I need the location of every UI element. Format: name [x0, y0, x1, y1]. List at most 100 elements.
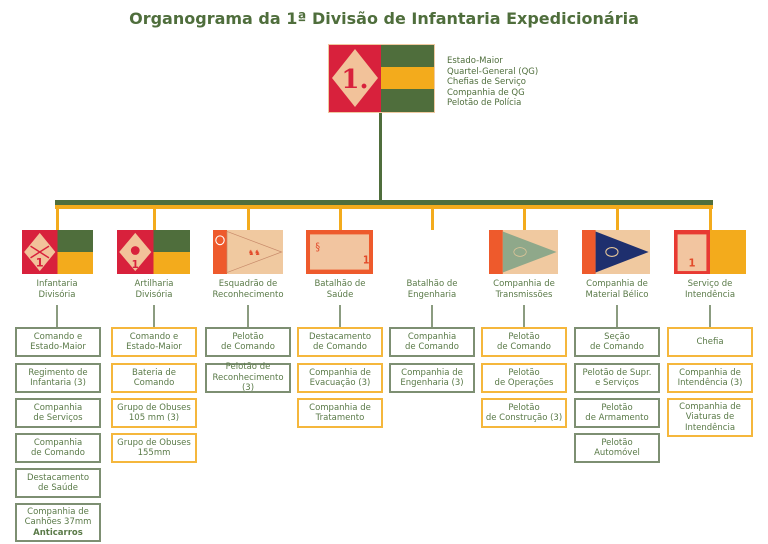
- branch-drop: [616, 209, 619, 230]
- page-title: Organograma da 1ª Divisão de Infantaria …: [129, 9, 639, 28]
- unit-connector: [56, 305, 58, 327]
- recon-pennant-icon: ♞♞: [213, 230, 283, 274]
- medical-pennant-icon: 1§: [306, 230, 373, 274]
- unit-connector: [709, 305, 711, 327]
- svg-text:1: 1: [688, 259, 695, 270]
- hq-item: Pelotão de Polícia: [447, 98, 522, 108]
- svg-text:1.: 1.: [341, 65, 368, 95]
- svg-text:§: §: [315, 242, 320, 253]
- sub-unit-label: Pelotão de Supr.e Serviços: [582, 367, 652, 389]
- infantry-flag-icon: 1: [22, 230, 93, 274]
- headquarters-list: Estado-Maior Quartel-General (QG) Chefia…: [447, 56, 538, 109]
- hq-connector: [379, 113, 382, 200]
- branch-drop: [56, 209, 59, 230]
- branch-drop: [153, 209, 156, 230]
- hq-item: Companhia de QG: [447, 87, 525, 98]
- sub-unit-label-bold: Anticarros: [33, 527, 83, 538]
- branch-drop: [523, 209, 526, 230]
- branch-drop: [431, 209, 434, 230]
- branch-drop: [709, 209, 712, 230]
- sub-unit-box: Pelotão de Supr.e Serviços: [574, 363, 660, 393]
- branch-drop: [339, 209, 342, 230]
- unit-connector: [339, 305, 341, 327]
- sub-unit-label: Chefia: [696, 336, 724, 347]
- ordnance-pennant-icon: [582, 230, 650, 274]
- unit-connector: [616, 305, 618, 327]
- main-branch-bar: [55, 200, 713, 205]
- unit-connector: [247, 305, 249, 327]
- artillery-flag-icon: 1: [117, 230, 190, 274]
- division-flag-icon: 1.: [328, 44, 435, 113]
- quartermaster-flag-icon: 1: [674, 230, 746, 274]
- unit-connector: [153, 305, 155, 327]
- main-branch-bar-accent: [55, 205, 713, 209]
- sub-unit-box: Chefia: [667, 327, 753, 357]
- hq-item: Quartel-General (QG): [447, 66, 539, 77]
- branch-drop: [247, 209, 250, 230]
- hq-item: Estado-Maior: [447, 56, 503, 66]
- unit-connector: [431, 305, 433, 327]
- svg-text:1: 1: [132, 259, 139, 271]
- hq-item: Chefias de Serviço: [447, 77, 526, 87]
- svg-text:1: 1: [36, 255, 44, 269]
- unit-connector: [523, 305, 525, 327]
- svg-text:♞♞: ♞♞: [248, 248, 261, 257]
